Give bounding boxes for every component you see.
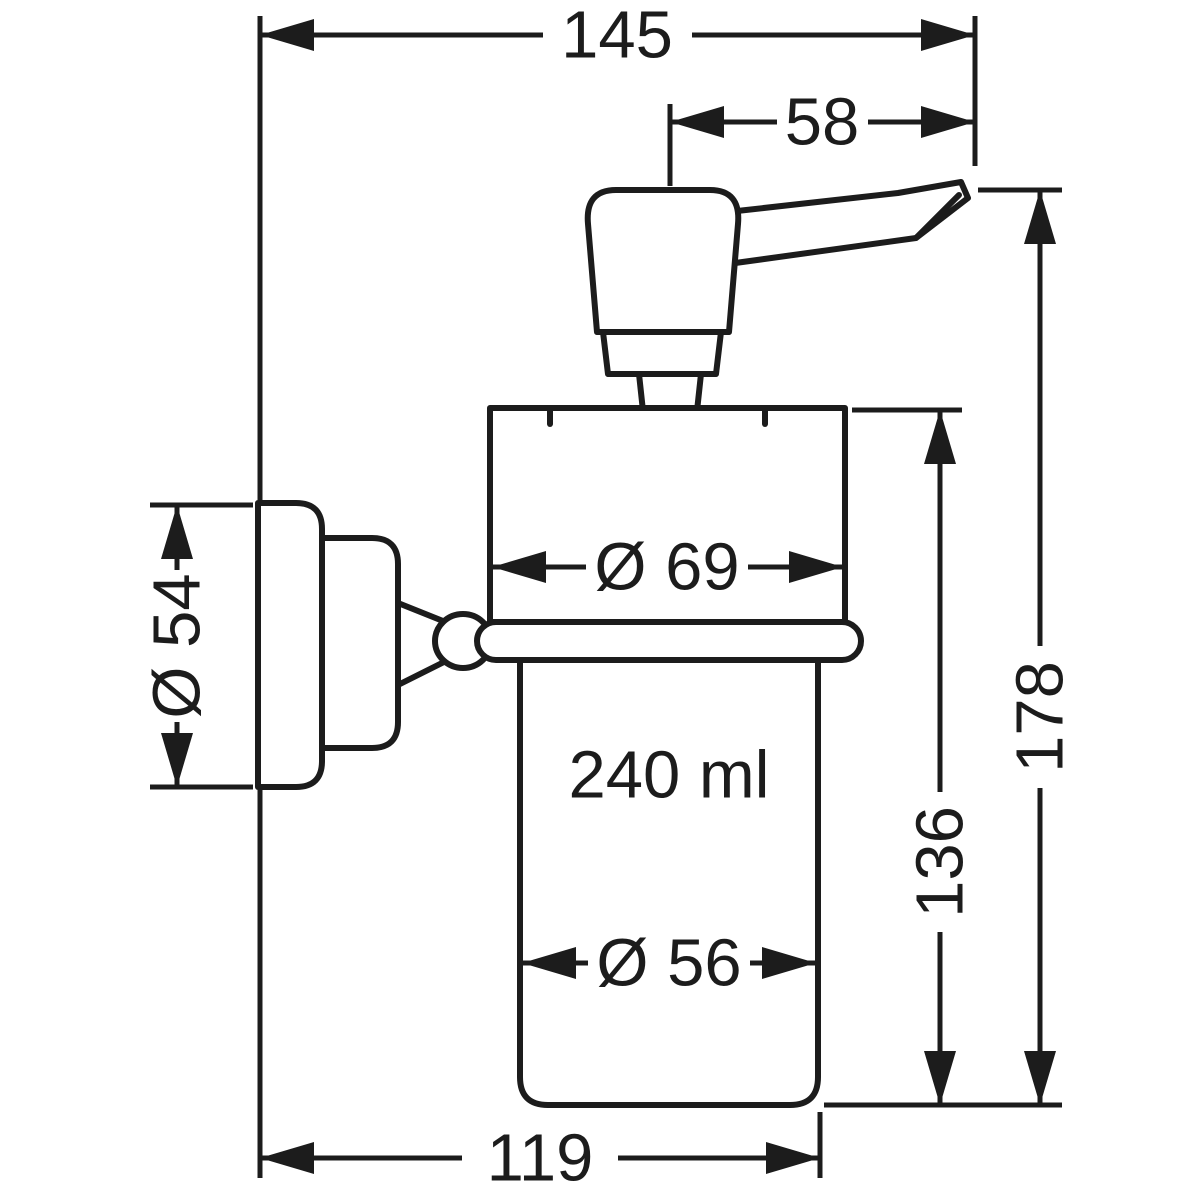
pump-spout-opening-line bbox=[913, 192, 962, 241]
label-depth-overall: 119 bbox=[487, 1121, 594, 1196]
mount-arm-bottom-line bbox=[395, 657, 451, 688]
arrow-56-right bbox=[762, 947, 816, 979]
dispenser-outline bbox=[255, 179, 971, 1108]
label-spout-projection: 58 bbox=[785, 85, 860, 160]
arrow-136-bottom bbox=[924, 1051, 956, 1105]
pump-neck-upper bbox=[600, 329, 724, 377]
extension-lines bbox=[150, 16, 1062, 1178]
arrow-145-left bbox=[260, 19, 314, 51]
dimension-labels: 145 58 Ø 69 240 ml Ø 56 Ø 54 136 178 119 bbox=[140, 0, 1078, 1196]
arrow-54-top bbox=[161, 505, 193, 559]
pump-head bbox=[584, 187, 742, 335]
dimension-arrows bbox=[161, 19, 1056, 1174]
arrow-178-top bbox=[1024, 190, 1056, 244]
label-container-diameter: Ø 56 bbox=[596, 926, 741, 1001]
pump-spout bbox=[725, 179, 971, 267]
label-head-diameter: Ø 69 bbox=[594, 530, 739, 605]
mount-arm-top-line bbox=[395, 600, 451, 626]
dispenser-flange bbox=[474, 619, 864, 663]
arrow-69-left bbox=[492, 551, 546, 583]
arrow-54-bottom bbox=[161, 733, 193, 787]
arrow-119-right bbox=[766, 1142, 820, 1174]
label-width-overall: 145 bbox=[561, 0, 673, 73]
arrow-56-left bbox=[522, 947, 576, 979]
glass-container bbox=[517, 657, 821, 1108]
arrow-58-right bbox=[921, 106, 975, 138]
wall-plate bbox=[255, 500, 325, 790]
label-height-overall: 178 bbox=[1003, 661, 1078, 773]
arrow-58-left bbox=[670, 106, 724, 138]
arrow-178-bottom bbox=[1024, 1051, 1056, 1105]
label-capacity: 240 ml bbox=[568, 738, 769, 813]
arrow-145-right bbox=[921, 19, 975, 51]
label-container-height: 136 bbox=[903, 806, 978, 918]
dispenser-collar bbox=[487, 405, 848, 625]
mount-holder bbox=[319, 535, 401, 751]
arrow-119-left bbox=[260, 1142, 314, 1174]
arrow-136-top bbox=[924, 410, 956, 464]
arrow-69-right bbox=[789, 551, 843, 583]
label-mount-diameter: Ø 54 bbox=[140, 573, 215, 718]
